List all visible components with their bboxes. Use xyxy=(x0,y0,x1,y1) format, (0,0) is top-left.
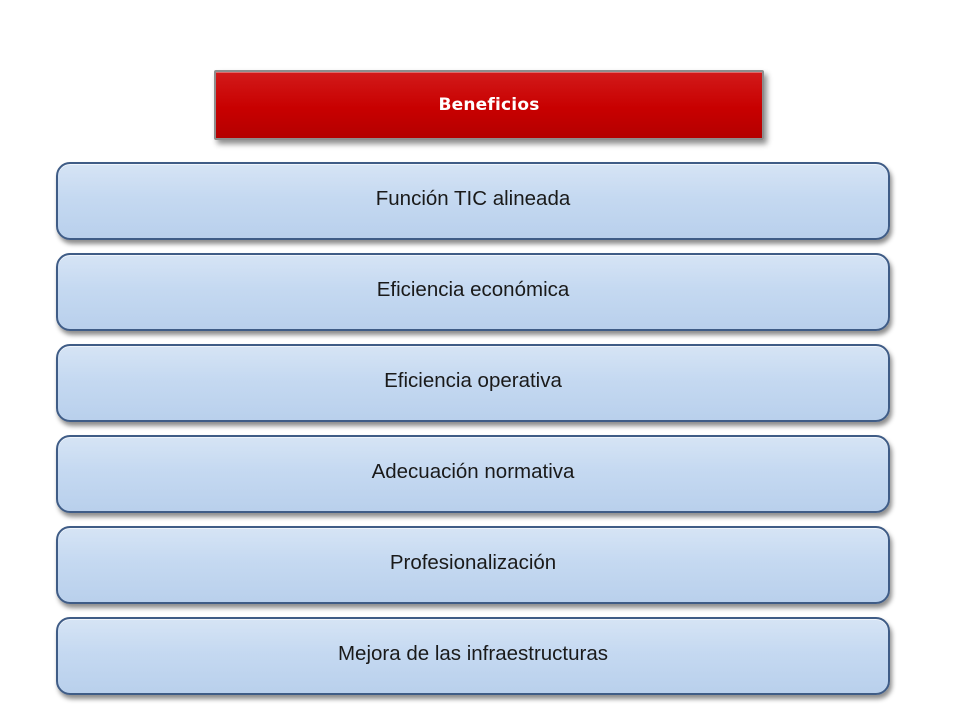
benefit-item: Profesionalización xyxy=(56,526,890,604)
benefit-item: Adecuación normativa xyxy=(56,435,890,513)
benefit-label: Mejora de las infraestructuras xyxy=(337,642,609,665)
header-box: Beneficios xyxy=(214,70,764,140)
benefit-list: Función TIC alineada Eficiencia económic… xyxy=(56,162,890,708)
benefit-label: Profesionalización xyxy=(389,551,557,574)
benefit-label: Función TIC alineada xyxy=(375,187,571,210)
benefit-item: Función TIC alineada xyxy=(56,162,890,240)
benefit-item: Mejora de las infraestructuras xyxy=(56,617,890,695)
benefit-label: Eficiencia económica xyxy=(376,278,570,301)
benefit-item: Eficiencia económica xyxy=(56,253,890,331)
benefit-label: Adecuación normativa xyxy=(371,460,575,483)
benefit-item: Eficiencia operativa xyxy=(56,344,890,422)
benefit-label: Eficiencia operativa xyxy=(384,369,562,392)
header-title: Beneficios xyxy=(438,95,540,115)
